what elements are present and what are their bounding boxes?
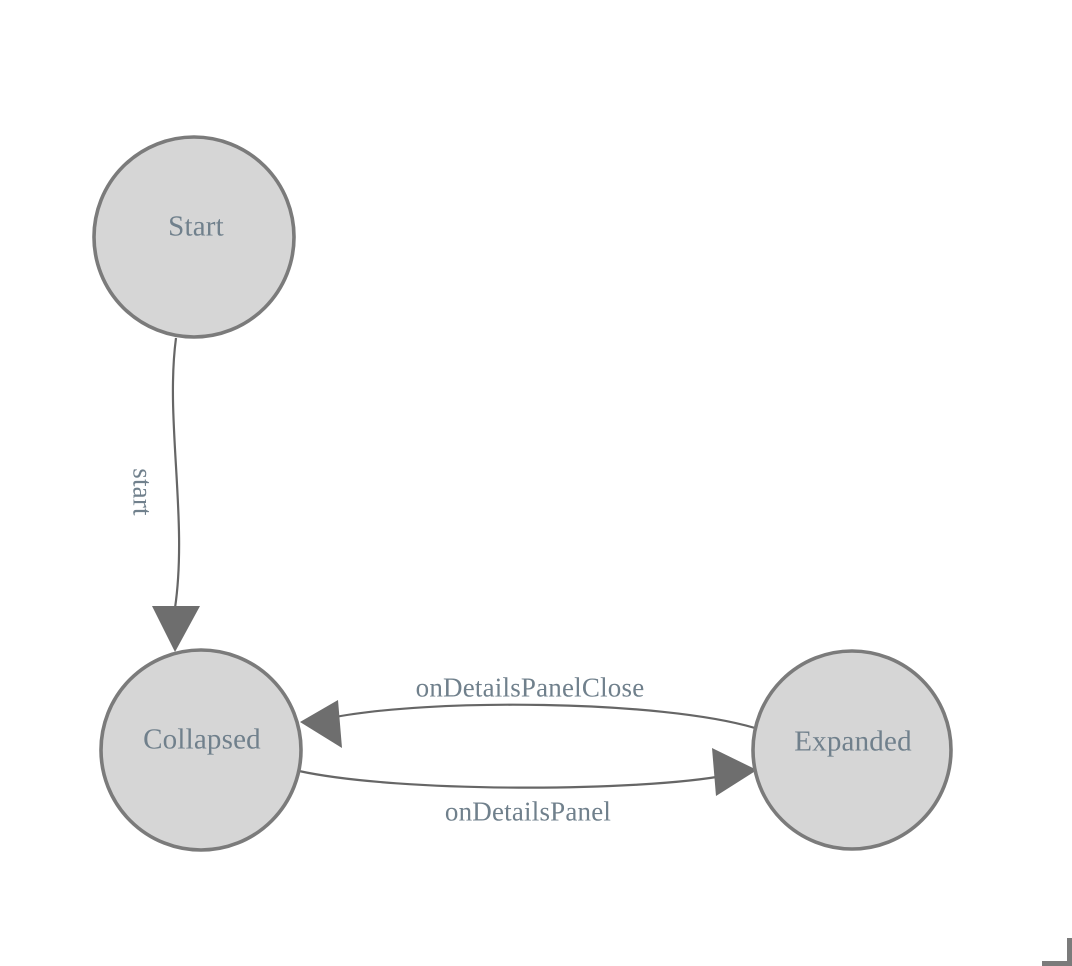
node-start-circle[interactable] — [92, 135, 296, 339]
node-expanded-circle[interactable] — [751, 649, 953, 851]
edge-label-on-details-panel-close: onDetailsPanelClose — [415, 672, 645, 703]
edge-expanded-to-collapsed[interactable] — [300, 700, 756, 748]
arrowhead-into-collapsed-side — [300, 700, 342, 748]
node-collapsed-circle[interactable] — [99, 648, 303, 852]
edge-line-expanded-to-collapsed — [329, 703, 756, 730]
edge-line-collapsed-to-expanded — [298, 769, 729, 789]
arrowhead-into-collapsed-top — [152, 606, 200, 652]
edge-label-start: start — [127, 468, 158, 516]
edge-collapsed-to-expanded[interactable] — [298, 748, 757, 796]
canvas-corner-mark — [1042, 938, 1072, 966]
arrowhead-into-expanded — [712, 748, 757, 796]
edge-label-on-details-panel: onDetailsPanel — [444, 796, 612, 827]
edge-start-to-collapsed[interactable] — [152, 337, 200, 652]
edge-line-start-to-collapsed — [171, 337, 181, 609]
